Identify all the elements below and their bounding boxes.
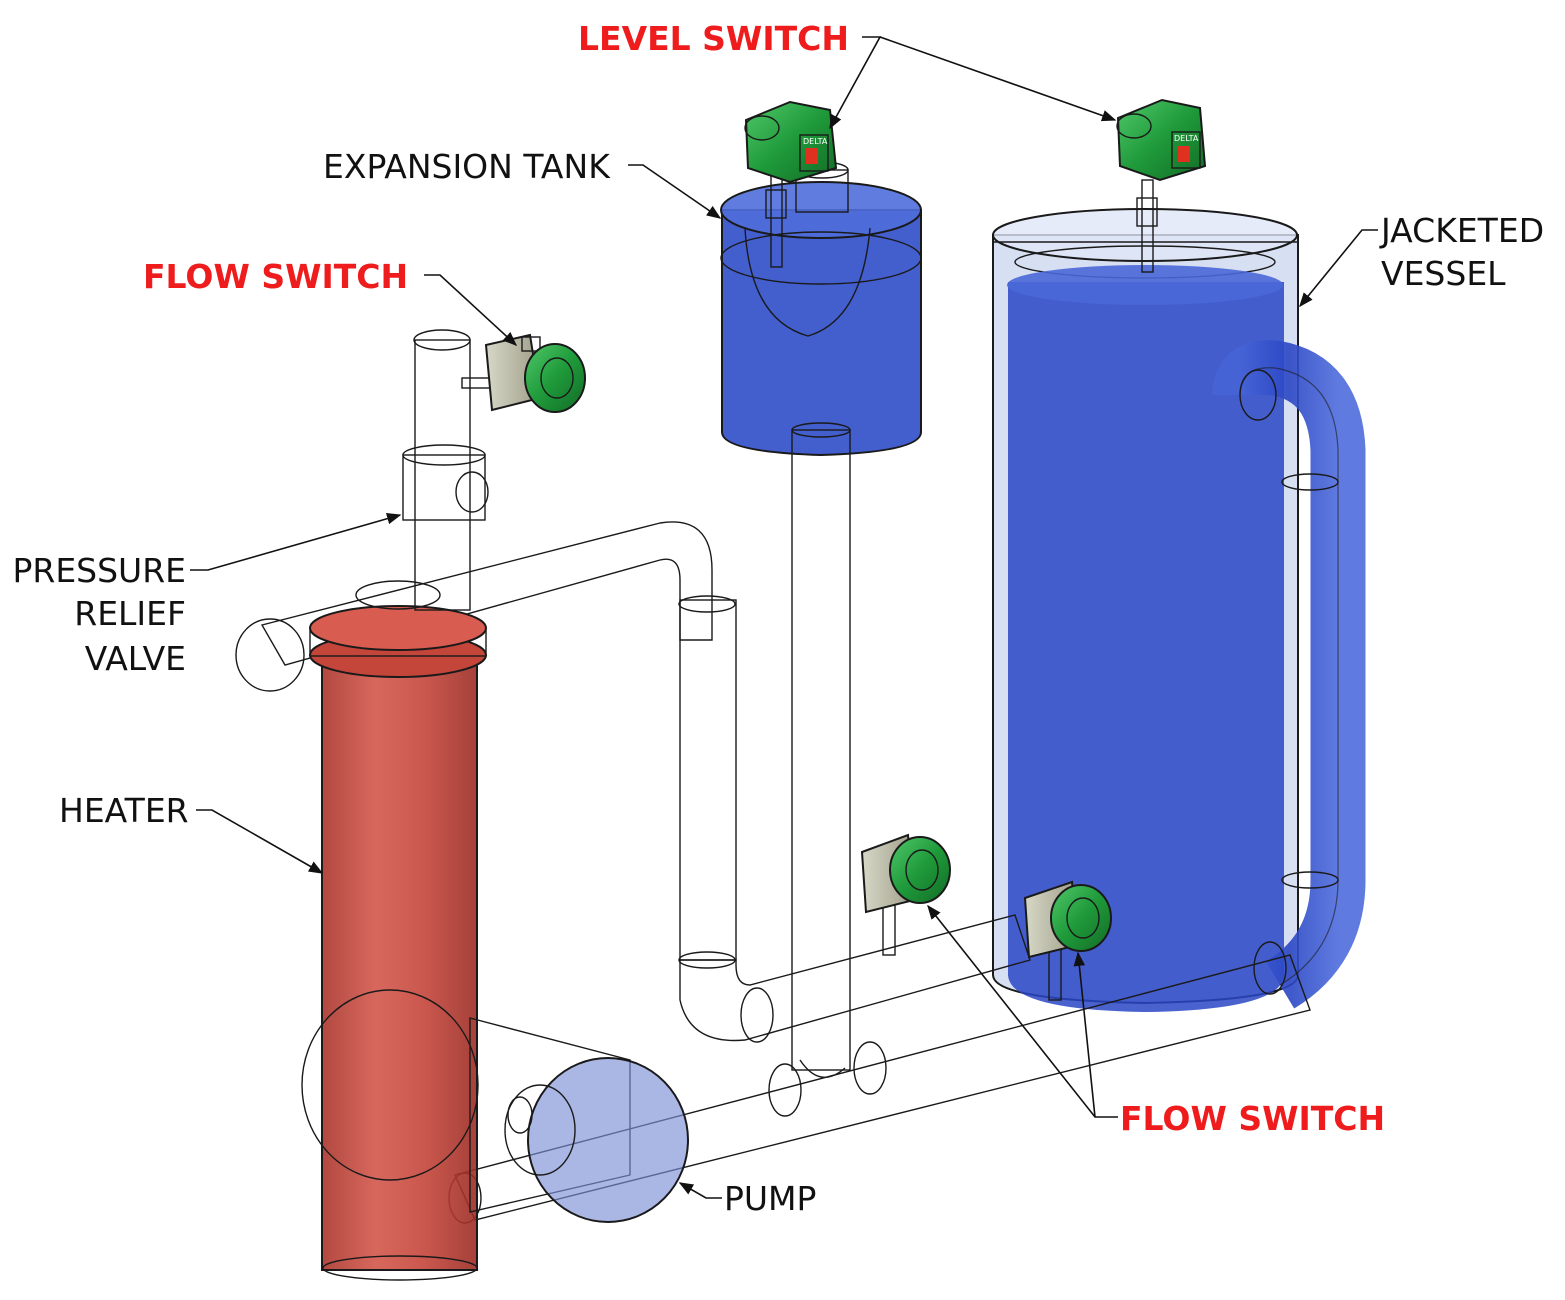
flow-switch-icon bbox=[1023, 880, 1112, 1001]
hot-supply-pipe bbox=[235, 521, 1031, 1043]
heater-label: HEATER bbox=[59, 791, 189, 830]
switch-brand-text: DELTA bbox=[803, 137, 828, 146]
expansion-tank-label: EXPANSION TANK bbox=[323, 147, 611, 186]
pressure-relief-label-line2: RELIEF bbox=[74, 594, 186, 633]
jacketed-vessel-label-line2: VESSEL bbox=[1381, 254, 1506, 293]
level-switch-icon: DELTA bbox=[1116, 98, 1207, 273]
heater bbox=[301, 329, 489, 1281]
flow-switch-bottom-label: FLOW SWITCH bbox=[1120, 1099, 1385, 1138]
level-switch-icon: DELTA bbox=[744, 100, 838, 268]
expansion-tank bbox=[720, 161, 922, 1071]
flow-switch-icon bbox=[461, 333, 586, 413]
pump-label: PUMP bbox=[724, 1179, 816, 1218]
flow-switch-top-label: FLOW SWITCH bbox=[143, 257, 408, 296]
flow-switch-icon bbox=[860, 833, 951, 956]
switch-brand-text: DELTA bbox=[1174, 134, 1199, 143]
leader-lines bbox=[190, 36, 1378, 1199]
pump bbox=[469, 1017, 689, 1223]
pressure-relief-label-line1: PRESSURE bbox=[12, 551, 186, 590]
jacketed-vessel bbox=[992, 208, 1366, 1012]
level-switch-label: LEVEL SWITCH bbox=[578, 19, 849, 58]
pressure-relief-label-line3: VALVE bbox=[85, 639, 186, 678]
jacketed-vessel-label-line1: JACKETED bbox=[1379, 211, 1544, 250]
